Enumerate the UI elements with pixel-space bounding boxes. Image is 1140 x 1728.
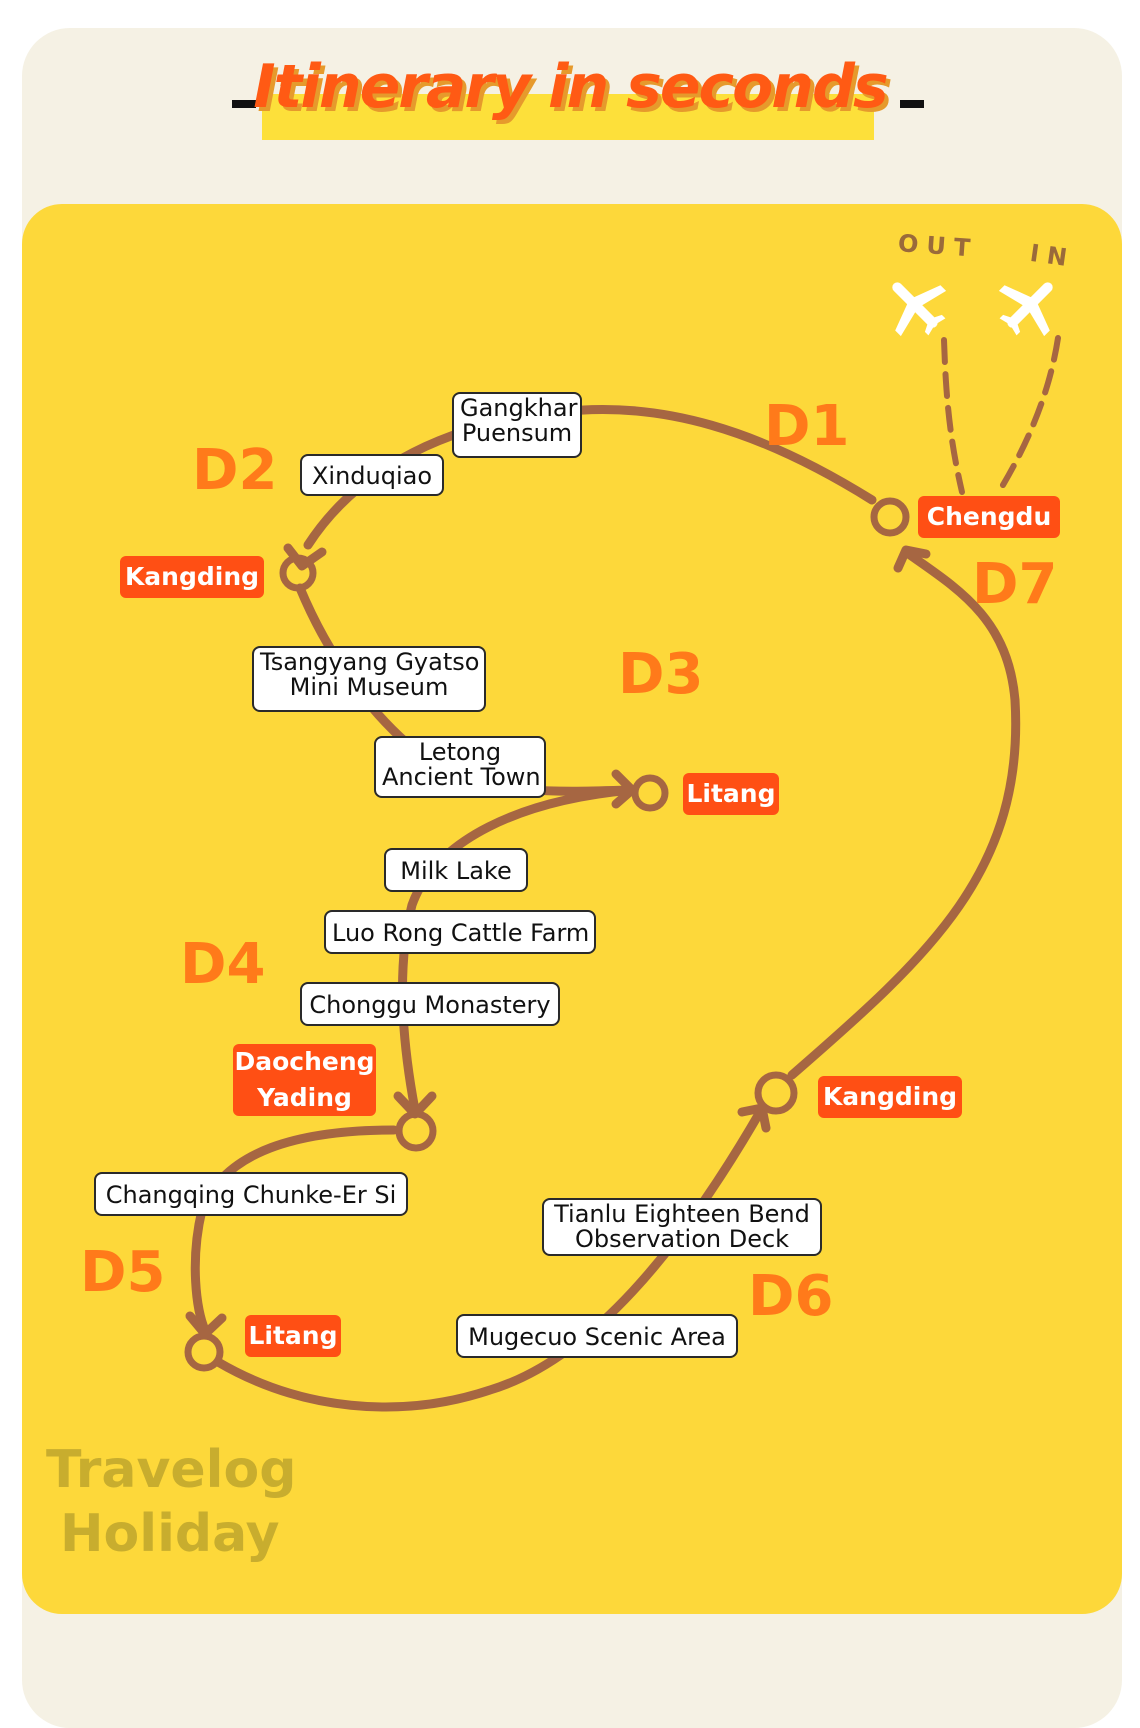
day-label-d3: D3 [618, 642, 704, 707]
stop-changqing-chunke-er-si: Changqing Chunke-Er Si [94, 1172, 408, 1216]
city-litang-d3: Litang [683, 773, 779, 815]
ring-marker-icon [279, 554, 317, 592]
day-label-d6: D6 [748, 1264, 834, 1329]
ring-marker-icon [395, 1110, 437, 1152]
title-dash-left [232, 100, 256, 108]
stop-tianlu-line2: Observation Deck [574, 1225, 790, 1253]
day-label-d5: D5 [80, 1240, 166, 1305]
day-label-d4: D4 [180, 932, 266, 997]
stop-gangkhar-line2: Puensum [461, 419, 573, 447]
day-label-d2: D2 [192, 438, 278, 503]
flight-out-label: OUT [897, 229, 980, 263]
city-litang-d5: Litang [245, 1315, 341, 1357]
stop-tianlu-eighteen-bend: Tianlu Eighteen Bend Observation Deck [542, 1198, 822, 1256]
day-label-d7: D7 [972, 552, 1058, 617]
arrow-d1 [283, 543, 327, 571]
stop-luo-rong-cattle-farm: Luo Rong Cattle Farm [324, 910, 596, 954]
stop-tsangyang-line1: Tsangyang Gyatso [260, 648, 480, 676]
route-d6 [213, 1107, 765, 1412]
stop-mugecuo-scenic-area: Mugecuo Scenic Area [456, 1314, 738, 1358]
city-kangding-d1: Kangding [120, 556, 264, 598]
ring-marker-icon [631, 774, 669, 812]
stop-tianlu-line1: Tianlu Eighteen Bend [554, 1200, 810, 1228]
page-title: Itinerary in seconds [253, 52, 888, 122]
stop-gangkhar-line1: Gangkhar [460, 394, 578, 422]
city-daocheng-yading: Daocheng Yading [233, 1044, 376, 1116]
flight-out-line [941, 337, 965, 495]
route-d5 [190, 1125, 399, 1335]
city-daocheng-line2: Yading [257, 1083, 352, 1112]
stop-gangkhar-puensum: Gangkhar Puensum [452, 392, 582, 458]
route-d4 [398, 785, 637, 1115]
stop-xinduqiao: Xinduqiao [300, 454, 444, 496]
stop-tsangyang-gyatso-museum: Tsangyang Gyatso Mini Museum [252, 646, 486, 712]
title-highlight [262, 94, 874, 140]
stop-letong-line2: Ancient Town [382, 763, 541, 791]
brand-line2: Holiday [60, 1504, 280, 1564]
ring-marker-icon [870, 497, 910, 537]
day-label-d1: D1 [764, 394, 850, 459]
stop-letong-line1: Letong [418, 738, 502, 766]
flight-in-label: IN [1028, 239, 1077, 273]
airplane-icon [998, 282, 1053, 337]
ring-marker-icon [754, 1071, 798, 1115]
title-dash-right [900, 100, 924, 108]
city-chengdu: Chengdu [918, 496, 1060, 538]
flight-in-line [997, 335, 1061, 493]
route-d7 [787, 550, 1021, 1080]
city-kangding-d6: Kangding [818, 1076, 962, 1118]
stop-tsangyang-line2: Mini Museum [289, 673, 449, 701]
brand-line1: Travelog [46, 1440, 297, 1500]
ring-marker-icon [184, 1332, 224, 1372]
arrow-d7 [893, 545, 931, 573]
stop-chonggu-monastery: Chonggu Monastery [300, 982, 560, 1026]
stop-milk-lake: Milk Lake [384, 848, 528, 892]
airplane-icon [892, 282, 947, 337]
stop-letong-ancient-town: Letong Ancient Town [374, 736, 546, 798]
city-daocheng-line1: Daocheng [234, 1047, 375, 1076]
